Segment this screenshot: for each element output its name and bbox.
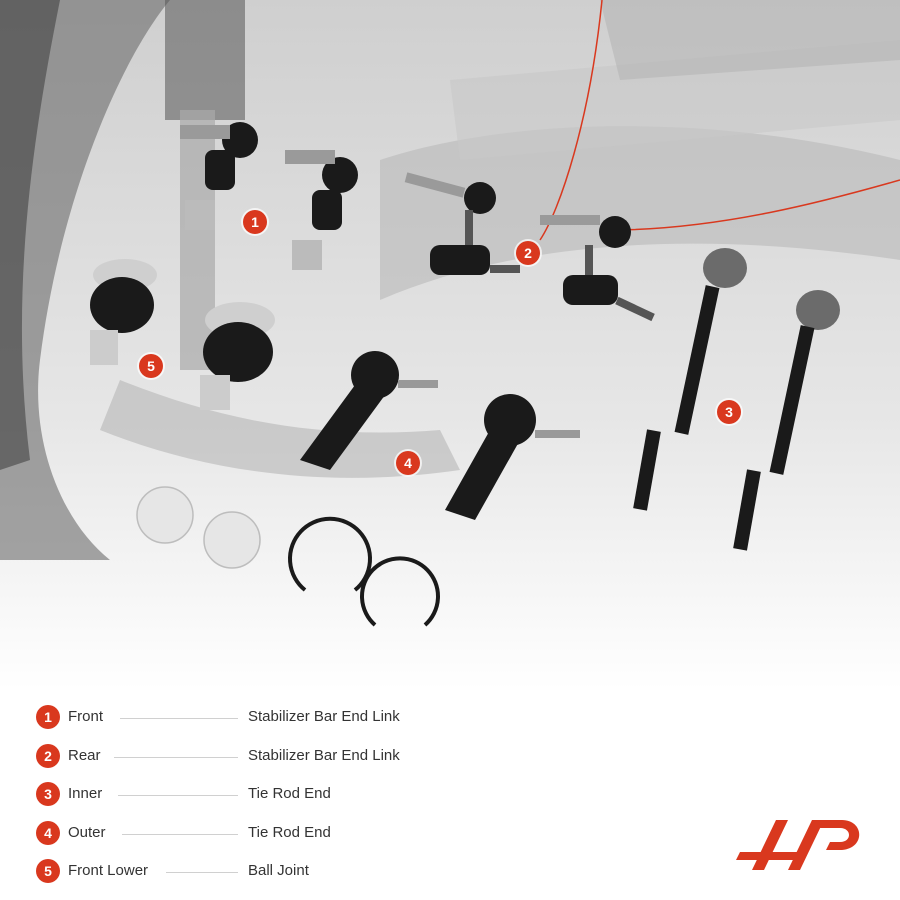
badge-ball-joint: 5 [139, 354, 163, 378]
inner-tie-rod-icon [633, 248, 840, 551]
suspension-background [0, 0, 900, 690]
legend-item: 1 Front Stabilizer Bar End Link [36, 700, 556, 739]
legend-part-name: Stabilizer Bar End Link [248, 708, 400, 725]
legend-number: 3 [36, 782, 60, 806]
legend-part-name: Tie Rod End [248, 785, 331, 802]
legend-part-name: Stabilizer Bar End Link [248, 746, 400, 764]
legend-part-name: Ball Joint [248, 862, 309, 879]
legend-number: 5 [36, 859, 60, 883]
badge-outer-tie-rod: 4 [396, 451, 420, 475]
front-stabilizer-link-icon [180, 122, 358, 270]
snap-ring-icon [288, 516, 440, 627]
legend-item: 4 Outer Tie Rod End [36, 816, 556, 855]
legend-position: Outer [68, 823, 106, 841]
product-photo: 1 2 3 4 5 [0, 0, 900, 690]
ball-joint-icon [90, 259, 275, 410]
legend-position: Front Lower [68, 862, 149, 879]
badge-front-link: 1 [243, 210, 267, 234]
legend-position: Inner [68, 785, 103, 802]
outer-tie-rod-icon [300, 351, 580, 520]
legend-item: 2 Rear Stabilizer Bar End Link [36, 739, 556, 778]
legend-divider [120, 718, 238, 719]
badge-inner-tie-rod: 3 [717, 400, 741, 424]
rear-stabilizer-link-icon [404, 172, 655, 322]
legend-position: Rear [68, 746, 101, 764]
legend-position: Front [68, 708, 104, 725]
washer-icon [136, 486, 261, 569]
parts-illustration [90, 122, 840, 627]
legend-item: 5 Front Lower Ball Joint [36, 854, 556, 893]
legend-number: 2 [36, 743, 60, 768]
legend-number: 4 [36, 820, 60, 845]
legend-divider [122, 833, 238, 835]
legend-number: 1 [36, 705, 60, 729]
legend-divider [114, 756, 238, 758]
legend-divider [118, 795, 238, 796]
legend-divider [166, 872, 238, 873]
legend-part-name: Tie Rod End [248, 823, 331, 841]
legend-item: 3 Inner Tie Rod End [36, 777, 556, 816]
brand-logo-icon [736, 820, 860, 870]
badge-rear-link: 2 [516, 241, 540, 265]
parts-legend: 1 Front Stabilizer Bar End Link 2 Rear S… [36, 700, 556, 893]
